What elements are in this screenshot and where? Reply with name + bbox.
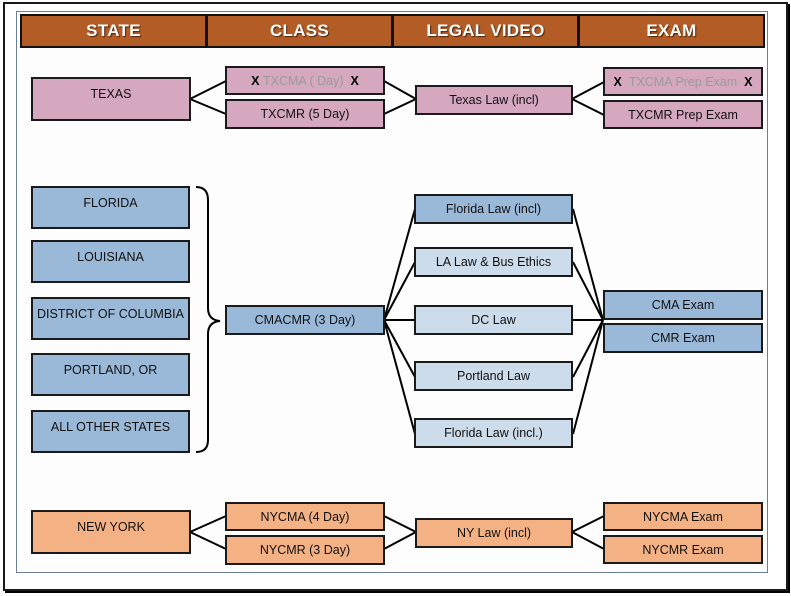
exam-box-cma: CMA Exam [603,290,763,320]
legal-video-label: DC Law [471,313,516,327]
state-box-texas: TEXAS [31,77,191,121]
legal-video-label: NY Law (incl) [456,526,532,540]
exam-label: NYCMA Exam [643,509,723,524]
class-box-nycmr: NYCMR (3 Day) [225,535,385,565]
class-box-cmacmr: CMACMR (3 Day) [225,305,385,335]
state-label: TEXAS [90,87,132,101]
connector [383,261,416,321]
column-header-bar: STATE CLASS LEGAL VIDEO EXAM [20,14,765,48]
connector [189,80,227,100]
legal-video-label: Florida Law (incl.) [444,426,543,440]
state-box-louisiana: LOUISIANA [31,240,190,283]
class-box-txcmr: TXCMR (5 Day) [225,99,385,129]
legal-video-box-florida: Florida Law (incl) [414,194,573,224]
exam-label: TXCMR Prep Exam [628,107,738,122]
header-exam: EXAM [646,21,697,40]
connector [189,98,227,115]
legal-video-box-dc: DC Law [414,305,573,335]
exam-label: CMR Exam [651,331,715,345]
connector [571,515,605,533]
connector [572,261,604,321]
class-label: TXCMR (5 Day) [260,107,350,121]
connector [572,208,604,321]
connector [383,80,417,100]
class-box-nycma: NYCMA (4 Day) [225,502,385,531]
connector [571,98,605,116]
header-class: CLASS [208,16,394,46]
legal-video-label: LA Law & Bus Ethics [435,255,552,269]
legal-video-box-texas: Texas Law (incl) [415,85,573,115]
connector [383,208,416,321]
state-box-district-of-columbia: DISTRICT OF COLUMBIA [31,297,190,340]
connector [572,319,604,378]
exam-box-nycmr: NYCMR Exam [603,535,763,564]
curly-brace [195,186,221,453]
x-mark-icon: X [350,73,359,88]
class-label: CMACMR (3 Day) [254,313,356,327]
legal-video-box-florida-other: Florida Law (incl.) [414,418,573,448]
connector [571,531,605,550]
exam-label: NYCMR Exam [642,542,724,557]
state-label: PORTLAND, OR [63,363,158,377]
legal-video-box-portland: Portland Law [414,361,573,391]
state-label: NEW YORK [77,520,145,534]
connector [383,515,417,533]
connector [571,81,605,100]
state-box-florida: FLORIDA [31,186,190,229]
legal-video-box-la: LA Law & Bus Ethics [414,247,573,277]
legal-video-box-ny: NY Law (incl) [415,518,573,548]
state-box-portland-or: PORTLAND, OR [31,353,190,396]
exam-box-nycma: NYCMA Exam [603,502,763,531]
exam-box-txcmr: TXCMR Prep Exam [603,100,763,129]
state-label: FLORIDA [83,196,138,210]
exam-box-txcma: X TXCMA Prep Exam X [603,67,763,96]
x-mark-icon: X [744,74,753,89]
connector [383,319,416,435]
connector [383,531,417,550]
class-label-discontinued: TXCMA ( Day) [262,73,344,88]
exam-label-discontinued: TXCMA Prep Exam [628,74,738,89]
connector [572,319,604,435]
connector [383,319,416,378]
exam-box-cmr: CMR Exam [603,323,763,353]
state-label: LOUISIANA [77,250,144,264]
exam-label: CMA Exam [651,298,715,312]
connector [383,98,417,115]
class-box-txcma: X TXCMA ( Day) X [225,66,385,95]
header-state: STATE [22,16,208,46]
connector [189,531,227,550]
class-label: NYCMR (3 Day) [259,543,351,557]
state-box-new-york: NEW YORK [31,510,191,554]
state-label: DISTRICT OF COLUMBIA [36,307,184,321]
header-legal-video: LEGAL VIDEO [394,16,580,46]
legal-video-label: Texas Law (incl) [449,93,539,107]
connector [189,515,227,533]
legal-video-label: Florida Law (incl) [445,202,542,216]
state-label: ALL OTHER STATES [50,420,171,434]
class-label: NYCMA (4 Day) [260,509,350,524]
state-box-all-other-states: ALL OTHER STATES [31,410,190,453]
x-mark-icon: X [251,73,260,88]
legal-video-label: Portland Law [457,369,530,383]
x-mark-icon: X [613,74,622,89]
